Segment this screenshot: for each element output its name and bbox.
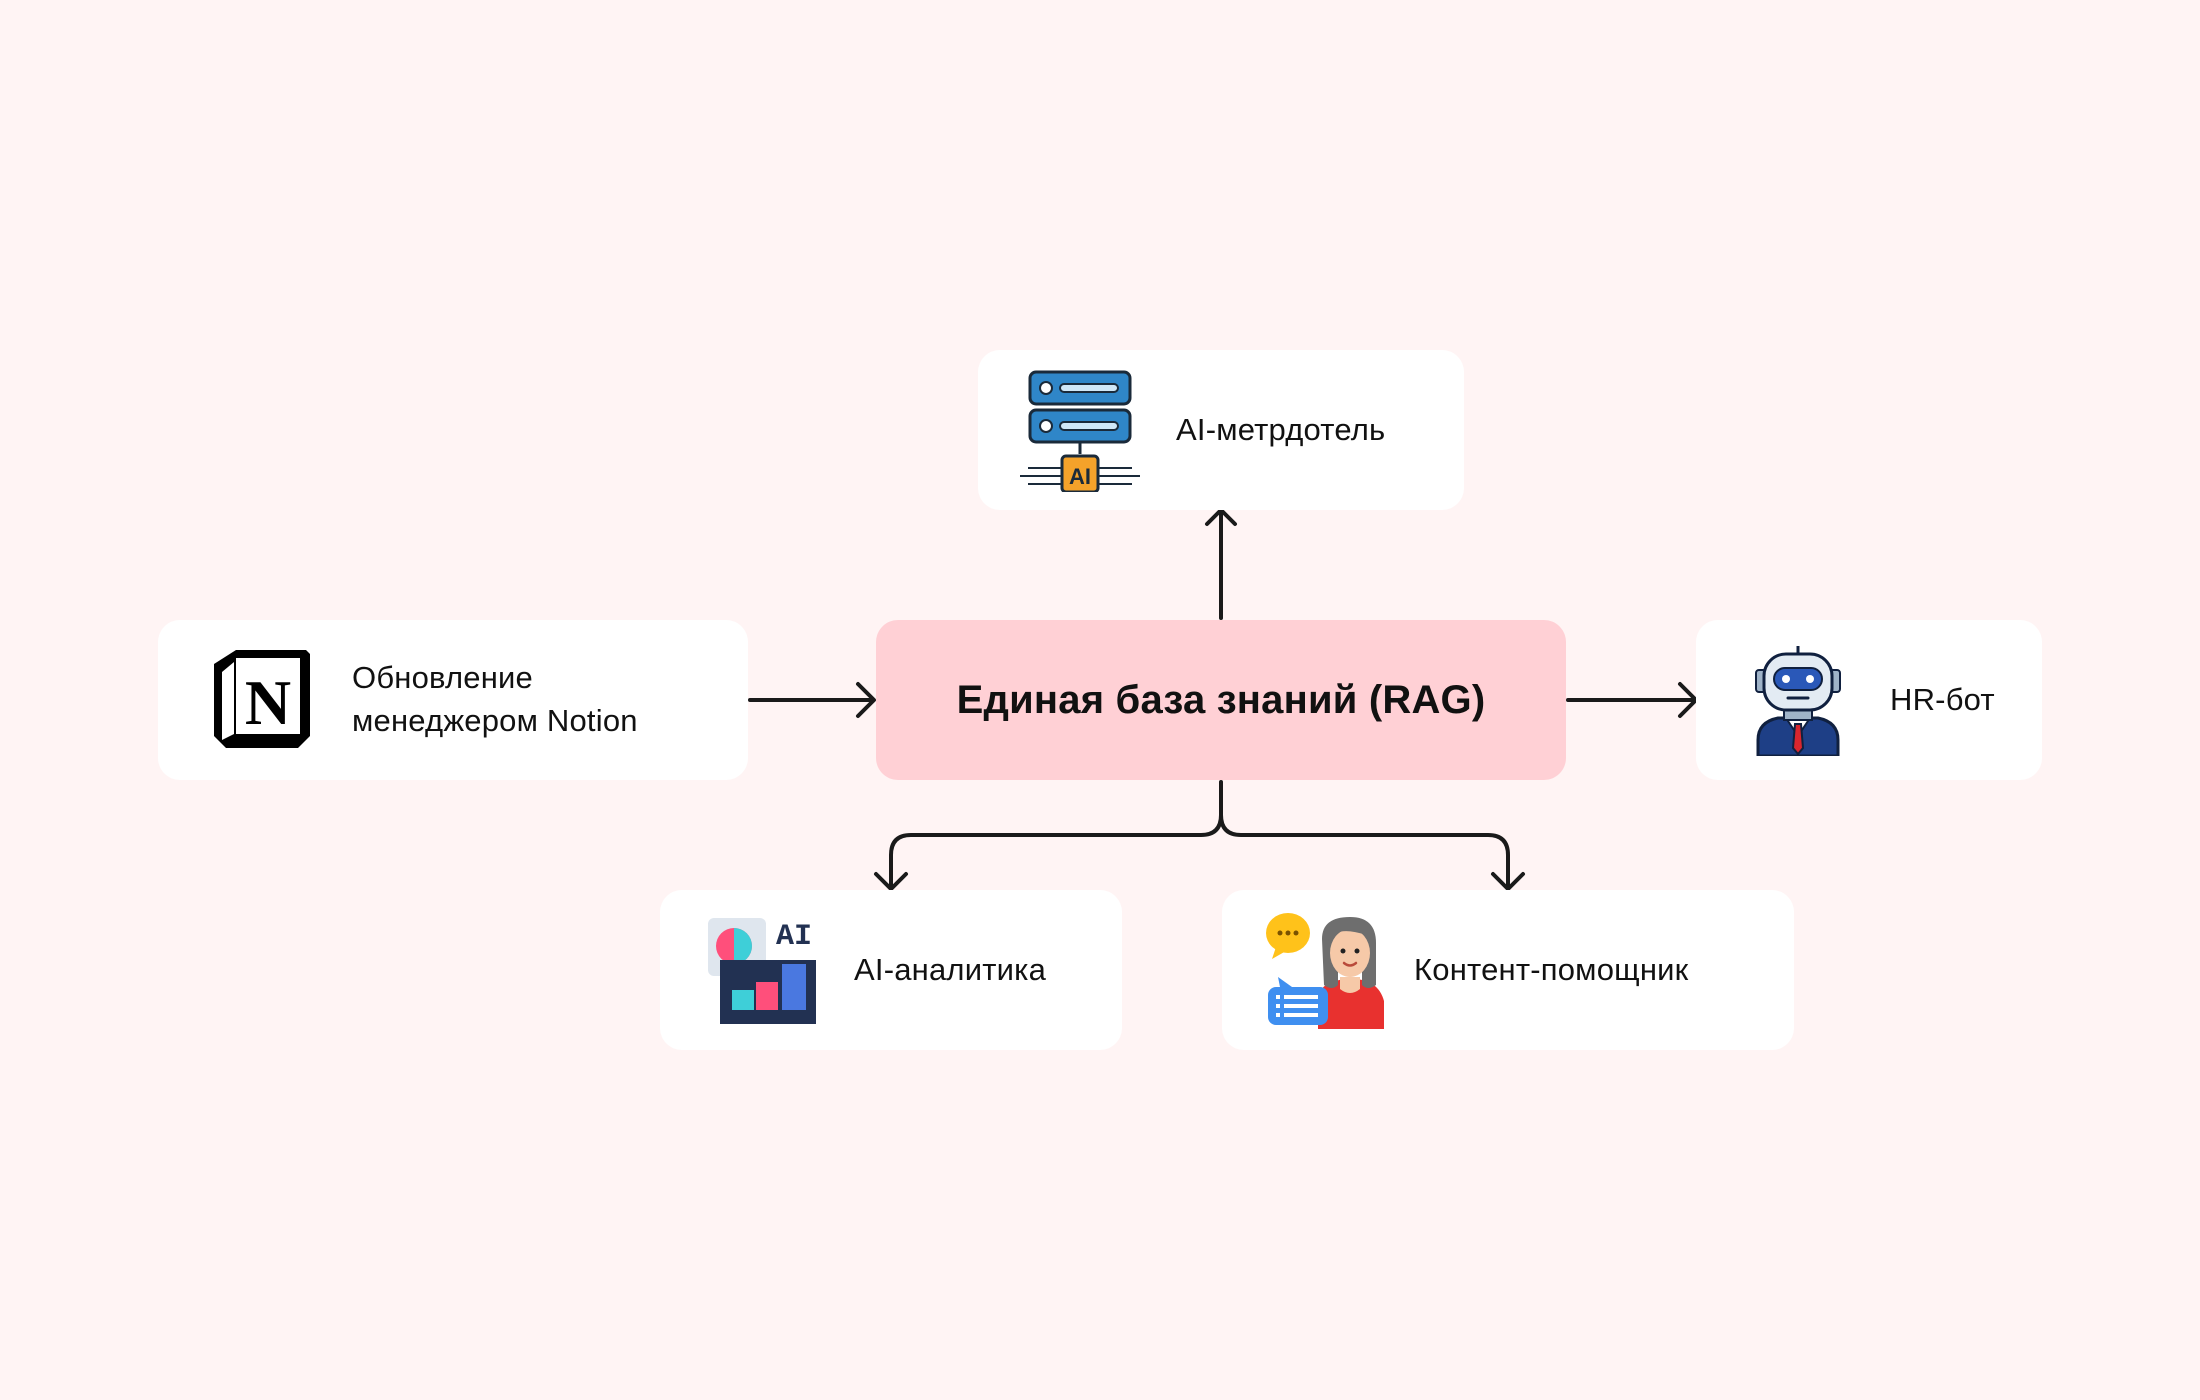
content-assistant-node: Контент-помощник [1222, 890, 1794, 1050]
knowledge-base-title: Единая база знаний (RAG) [956, 677, 1486, 722]
content-assistant-label: Контент-помощник [1414, 951, 1689, 987]
ai-analytics-node: AI AI-аналитика [660, 890, 1122, 1050]
arrow-branch-to-content [1219, 813, 1510, 890]
ai-analytics-label: AI-аналитика [854, 951, 1047, 987]
ai-analytics-icon-text: AI [776, 920, 812, 954]
arrowhead-center-to-content [1491, 872, 1525, 891]
ai-server-icon-text: AI [1069, 464, 1091, 489]
ai-maitre-label: AI-метрдотель [1176, 411, 1386, 447]
robot-in-suit-icon [1755, 646, 1841, 756]
ai-analytics-icon: AI [708, 918, 816, 1024]
arrow-center-to-branch [889, 780, 1223, 890]
notion-node: N Обновление менеджером Notion [158, 620, 748, 780]
arrowhead-notion-to-center [856, 682, 876, 718]
arrowhead-center-to-analytics [874, 872, 908, 891]
arrowhead-center-to-maitre [1205, 508, 1237, 526]
woman-chat-assistant-icon [1266, 913, 1384, 1029]
hr-bot-label: HR-бот [1890, 681, 1995, 717]
notion-node-line1: Обновление [352, 660, 533, 696]
ai-server-icon: AI [1020, 370, 1140, 492]
ai-maitre-node: AI AI-метрдотель [978, 350, 1464, 510]
hr-bot-node: HR-бот [1696, 620, 2042, 780]
arrowhead-center-to-hr [1678, 682, 1698, 718]
notion-node-line2: менеджером Notion [352, 703, 638, 738]
knowledge-base-node: Единая база знаний (RAG) [876, 620, 1566, 780]
svg-text:N: N [245, 667, 291, 738]
notion-logo-icon: N [214, 650, 310, 748]
